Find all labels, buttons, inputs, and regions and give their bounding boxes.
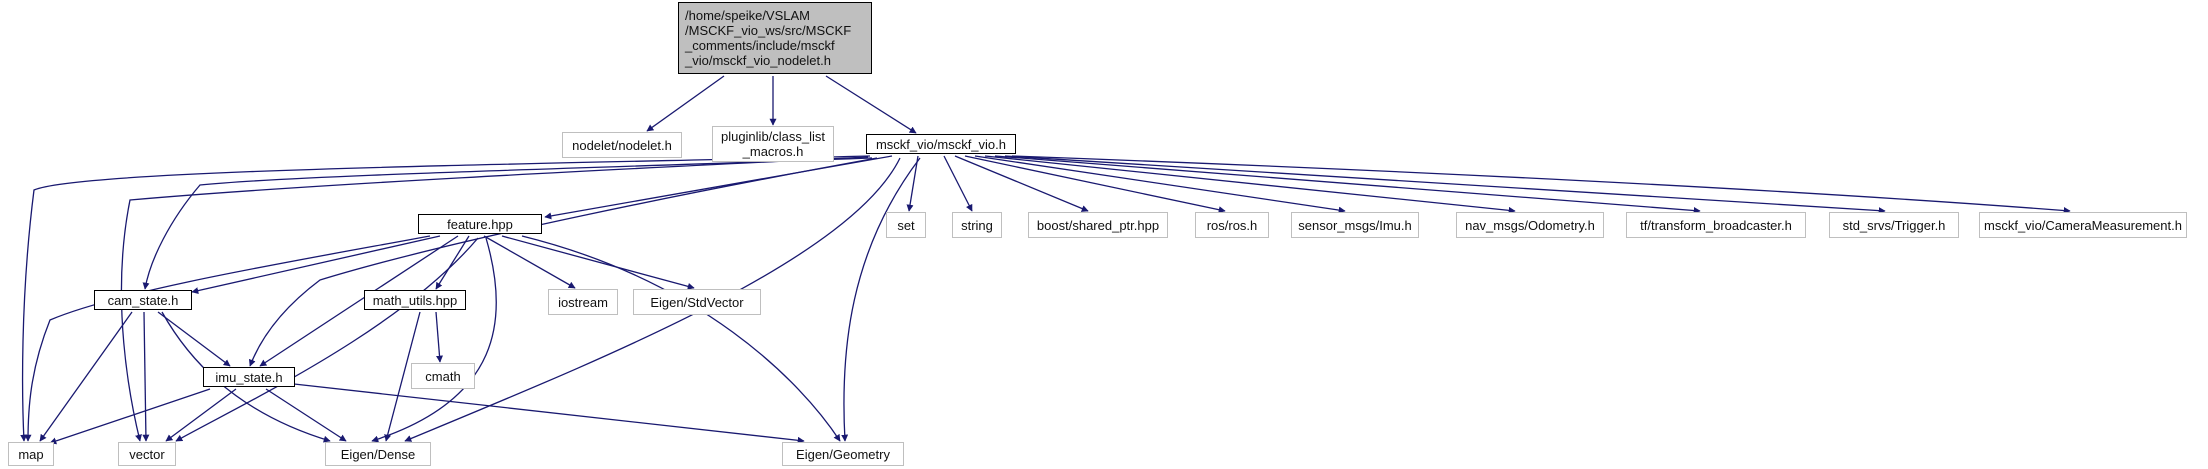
- edge-msckf-map: [20, 155, 871, 442]
- edge-feature-stdvec: [501, 235, 695, 290]
- edge-imustate-dense: [265, 388, 347, 442]
- edge-imustate-vector: [165, 388, 237, 442]
- edge-msckf-shared: [954, 155, 1089, 212]
- node-std-srvs-trigger-h: std_srvs/Trigger.h: [1829, 212, 1959, 238]
- edge-feature-map: [24, 235, 431, 442]
- edge-imustate-geom: [293, 383, 805, 444]
- node-sensor-msgs-imu-h: sensor_msgs/Imu.h: [1291, 212, 1419, 238]
- node-boost-shared-ptr-hpp: boost/shared_ptr.hpp: [1028, 212, 1168, 238]
- node-nodelet-h: nodelet/nodelet.h: [562, 132, 682, 158]
- node-map: map: [8, 442, 54, 466]
- edge-imustate-map: [49, 388, 211, 445]
- node-msckf-vio-camera-measurement-h: msckf_vio/CameraMeasurement.h: [1979, 212, 2187, 238]
- edge-feature-dense: [371, 237, 497, 443]
- edge-feature-vector: [175, 237, 479, 442]
- edge-msckf-imu: [974, 155, 1346, 214]
- edge-msckf-geom: [841, 157, 921, 442]
- node-eigen-geometry: Eigen/Geometry: [782, 442, 904, 466]
- node-eigen-dense: Eigen/Dense: [325, 442, 431, 466]
- node-math-utils-hpp[interactable]: math_utils.hpp: [364, 290, 466, 310]
- node-ros-ros-h: ros/ros.h: [1195, 212, 1269, 238]
- edge-msckf-set: [906, 155, 919, 212]
- node-cmath: cmath: [411, 363, 475, 389]
- edge-msckf-string: [943, 155, 973, 212]
- node-vector: vector: [118, 442, 176, 466]
- edge-root-msckf: [825, 75, 917, 134]
- edge-feature-geom: [521, 235, 841, 442]
- edge-feature-imustate: [259, 235, 459, 367]
- edge-feature-camstate: [191, 235, 441, 295]
- node-tf-transform-broadcaster-h: tf/transform_broadcaster.h: [1626, 212, 1806, 238]
- node-pluginlib-class-list-macros-h: pluginlib/class_list _macros.h: [712, 126, 834, 162]
- edge-camstate-vector: [142, 311, 150, 442]
- edge-feature-iostream: [483, 235, 576, 289]
- edge-feature-math: [435, 235, 470, 290]
- edge-msckf-cammeas: [1011, 155, 2071, 215]
- edge-camstate-imustate: [157, 311, 231, 367]
- edge-msckf-vector: [120, 156, 869, 442]
- node-eigen-stdvector: Eigen/StdVector: [633, 289, 761, 315]
- node-iostream: iostream: [548, 289, 618, 315]
- edge-msckf-camstate: [142, 157, 873, 290]
- node-cam-state-h[interactable]: cam_state.h: [94, 290, 192, 310]
- edge-msckf-tf: [994, 155, 1701, 214]
- edge-msckf-odom: [984, 155, 1516, 214]
- node-set: set: [886, 212, 926, 238]
- node-imu-state-h[interactable]: imu_state.h: [203, 367, 295, 387]
- edge-math-cmath: [435, 311, 443, 363]
- node-msckf-vio-nodelet-h[interactable]: /home/speike/VSLAM /MSCKF_vio_ws/src/MSC…: [678, 2, 872, 74]
- node-string: string: [952, 212, 1002, 238]
- edge-msckf-imustate: [248, 157, 878, 367]
- node-msckf-vio-h[interactable]: msckf_vio/msckf_vio.h: [866, 134, 1016, 154]
- edge-root-nodelet: [646, 75, 725, 132]
- node-feature-hpp[interactable]: feature.hpp: [418, 214, 542, 234]
- edge-camstate-map: [39, 311, 133, 442]
- edge-msckf-trigger: [1004, 155, 1886, 215]
- edge-math-dense: [384, 311, 421, 442]
- node-nav-msgs-odometry-h: nav_msgs/Odometry.h: [1456, 212, 1604, 238]
- edge-msckf-ros: [964, 155, 1226, 214]
- edge-camstate-dense: [161, 311, 331, 443]
